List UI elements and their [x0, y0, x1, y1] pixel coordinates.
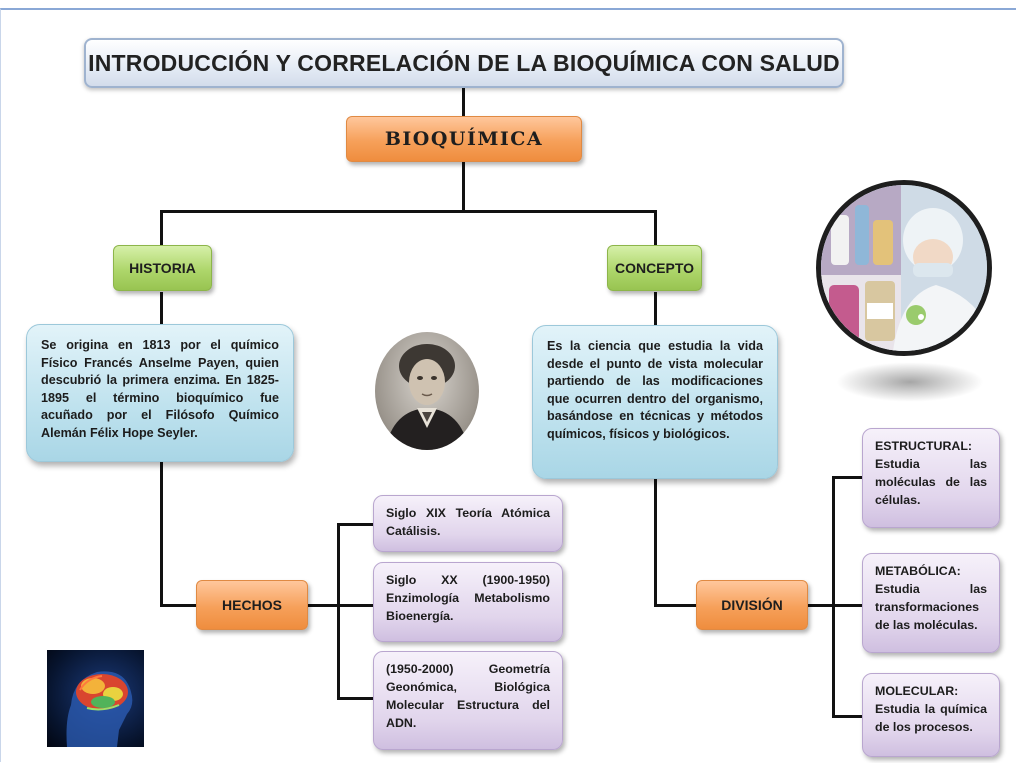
division-item-1-title: ESTRUCTURAL:: [875, 439, 973, 453]
laboratory-photo-image: [816, 180, 992, 356]
division-node: DIVISIÓN: [696, 580, 808, 630]
concepto-text: Es la ciencia que estudia la vida desde …: [547, 339, 763, 441]
lab-photo-shadow: [836, 362, 984, 402]
root-node-bioquimica: BIOQUÍMICA: [346, 116, 582, 162]
connector-historia-hechos-v: [160, 460, 163, 607]
connector-branch-horizontal: [160, 210, 657, 213]
connector-root-down: [462, 160, 465, 212]
connector-historia-text: [160, 292, 163, 326]
division-item-3-text: Estudia la química de los procesos.: [875, 702, 987, 734]
hechos-item-2: Siglo XX (1900-1950) Enzimología Metabol…: [373, 562, 563, 642]
page-frame: [0, 8, 1016, 762]
brain-image: [47, 650, 144, 747]
connector-concepto-division-h: [654, 604, 697, 607]
division-item-estructural: ESTRUCTURAL: Estudia las moléculas de la…: [862, 428, 1000, 528]
connector-hechos-item-1: [337, 523, 374, 526]
concepto-node: CONCEPTO: [607, 245, 702, 291]
connector-concepto-division-v: [654, 478, 657, 607]
connector-hechos-item-2: [337, 604, 374, 607]
hechos-item-3-text: (1950-2000) Geometría Geonómica, Biológi…: [386, 662, 550, 730]
connector-division-item-2: [832, 604, 863, 607]
division-item-2-title: METABÓLICA:: [875, 564, 961, 578]
division-item-metabolica: METABÓLICA: Estudia las transformaciones…: [862, 553, 1000, 653]
division-item-1-text: Estudia las moléculas de las células.: [875, 457, 987, 507]
connector-division-out: [807, 604, 835, 607]
connector-hechos-item-3: [337, 697, 374, 700]
division-item-2-text: Estudia las transformaciones de las molé…: [875, 582, 987, 632]
historia-node: HISTORIA: [113, 245, 212, 291]
division-item-molecular: MOLECULAR: Estudia la química de los pro…: [862, 673, 1000, 757]
connector-title-root: [462, 88, 465, 118]
hechos-node: HECHOS: [196, 580, 308, 630]
connector-hechos-out: [306, 604, 340, 607]
laboratory-illustration: [821, 185, 987, 351]
connector-historia-up: [160, 210, 163, 246]
division-label: DIVISIÓN: [721, 597, 783, 613]
concepto-label: CONCEPTO: [614, 260, 695, 276]
historia-text: Se origina en 1813 por el químico Físico…: [41, 338, 279, 440]
connector-historia-hechos-h: [160, 604, 198, 607]
hechos-item-2-text: Siglo XX (1900-1950) Enzimología Metabol…: [386, 573, 550, 623]
connector-concepto-text: [654, 292, 657, 326]
hechos-label: HECHOS: [222, 597, 282, 613]
hechos-item-1-text: Siglo XIX Teoría Atómica Catálisis.: [386, 506, 550, 538]
hechos-item-1: Siglo XIX Teoría Atómica Catálisis.: [373, 495, 563, 552]
portrait-illustration: [385, 344, 469, 450]
root-node-label: BIOQUÍMICA: [384, 128, 544, 150]
connector-hechos-bracket: [337, 523, 340, 700]
concepto-text-box: Es la ciencia que estudia la vida desde …: [532, 325, 778, 479]
scientist-portrait-image: [375, 332, 479, 450]
historia-label: HISTORIA: [129, 260, 196, 276]
connector-concepto-up: [654, 210, 657, 246]
connector-division-bracket: [832, 476, 835, 718]
connector-division-item-3: [832, 715, 863, 718]
brain-illustration: [66, 671, 133, 747]
hechos-item-3: (1950-2000) Geometría Geonómica, Biológi…: [373, 651, 563, 750]
division-item-3-title: MOLECULAR:: [875, 684, 959, 698]
connector-division-item-1: [832, 476, 863, 479]
page-title: INTRODUCCIÓN Y CORRELACIÓN DE LA BIOQUÍM…: [84, 38, 844, 88]
historia-text-box: Se origina en 1813 por el químico Físico…: [26, 324, 294, 462]
